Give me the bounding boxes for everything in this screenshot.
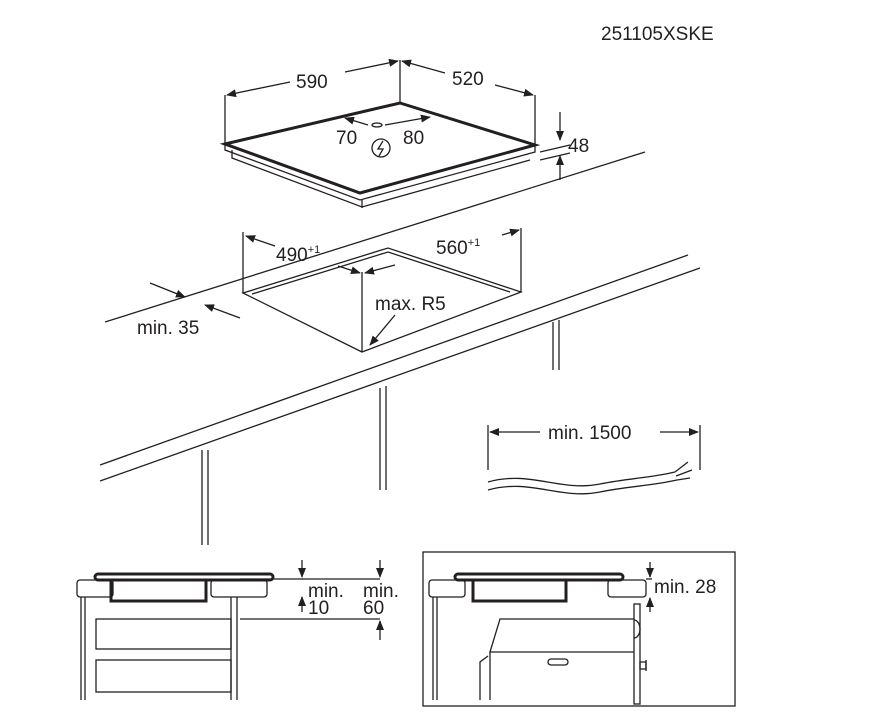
section-right-drawing (422, 551, 736, 707)
cable-length-label: min. 1500 (548, 423, 631, 444)
hob-height-label: 48 (568, 136, 589, 157)
front-margin-label: min. 35 (137, 318, 199, 339)
cutout-width-label: 490+1 (276, 244, 320, 266)
hob-width-label: 590 (296, 72, 328, 93)
cutout-depth-label: 560+1 (436, 237, 480, 259)
section-left-drawing (76, 560, 384, 700)
hob-depth-label: 520 (452, 69, 484, 90)
cable-drawing (487, 425, 701, 495)
connection-left-label: 70 (336, 128, 357, 149)
min-10-label-value: 10 (308, 598, 329, 619)
min-10-label-top: min. (308, 581, 344, 602)
model-code: 251105XSKE (601, 24, 714, 45)
corner-radius-label: max. R5 (375, 294, 446, 315)
hob-drawing (219, 58, 571, 208)
connection-right-label: 80 (403, 128, 424, 149)
min-28-label: min. 28 (654, 577, 716, 598)
min-60-label-value: 60 (363, 598, 384, 619)
worktop-drawing (99, 151, 701, 545)
power-connection-icon (371, 138, 391, 158)
min-60-label-top: min. (363, 581, 399, 602)
